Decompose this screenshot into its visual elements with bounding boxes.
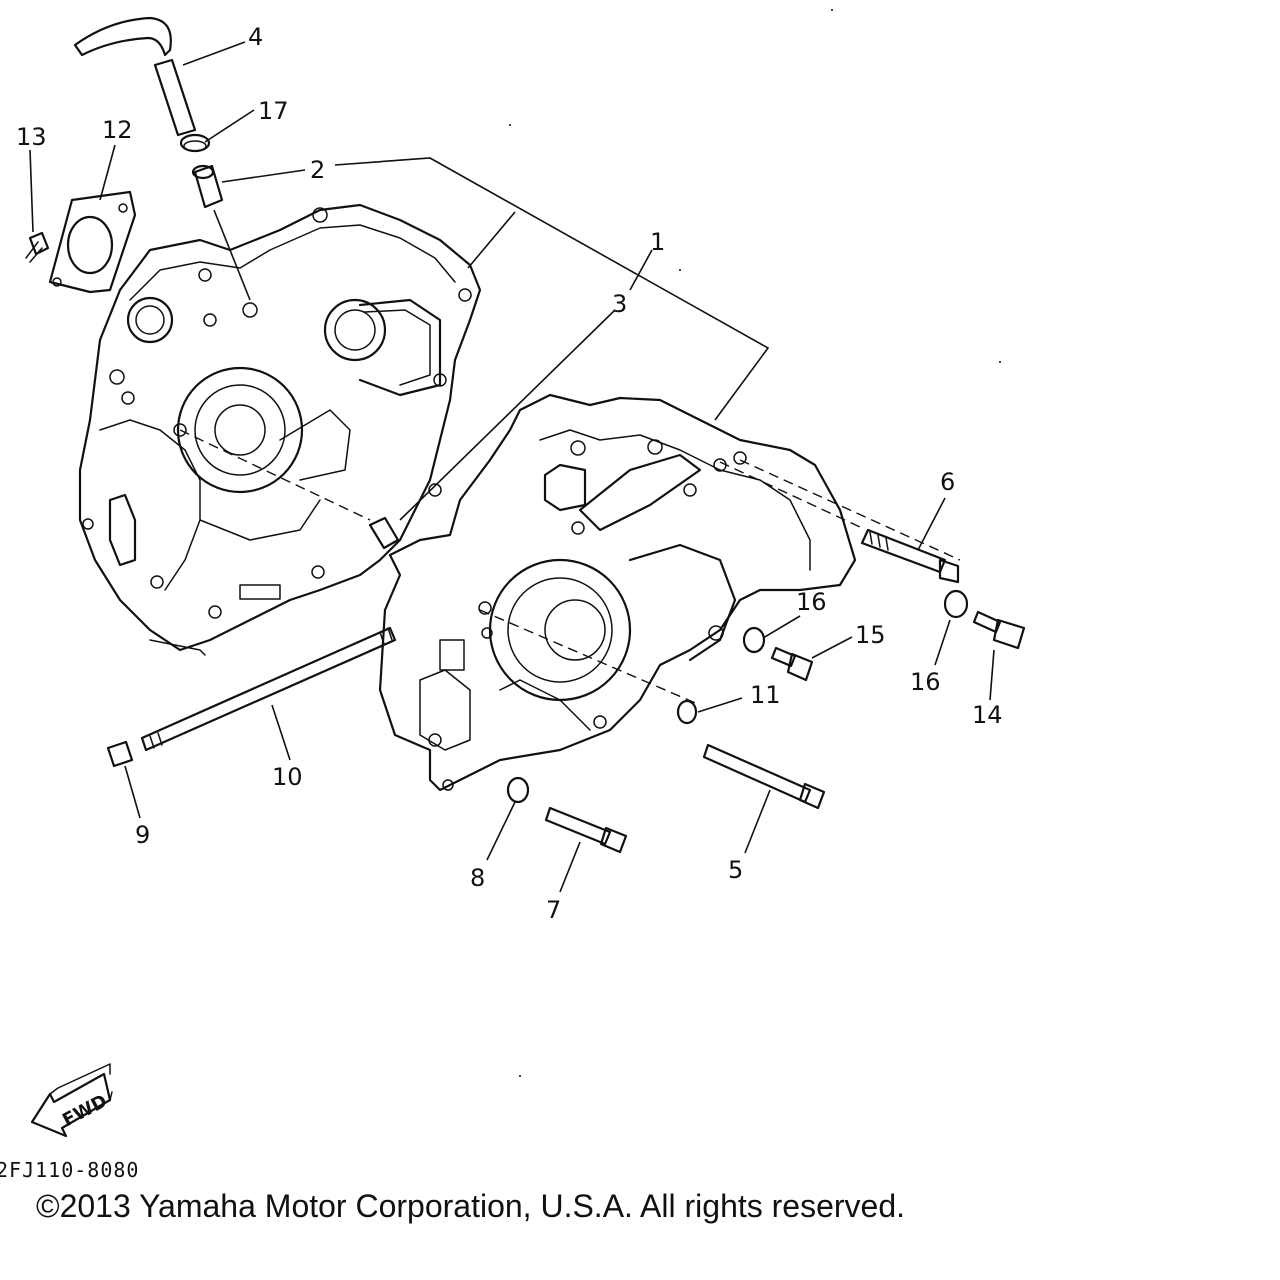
breather-fitting xyxy=(191,164,251,301)
copyright-notice: ©2013 Yamaha Motor Corporation, U.S.A. A… xyxy=(36,1188,906,1224)
alignment-line xyxy=(739,459,961,561)
washer-16-lower xyxy=(742,626,766,654)
callout-16-upper: 16 xyxy=(796,588,827,616)
callout-4: 4 xyxy=(248,23,263,51)
left-crankcase-half xyxy=(78,203,482,656)
alignment-line xyxy=(719,461,861,528)
bolt-7 xyxy=(544,806,628,854)
callout-8: 8 xyxy=(470,864,485,892)
bolt-6 xyxy=(860,528,960,584)
alignment-line xyxy=(179,429,371,521)
callout-16-lower: 16 xyxy=(910,668,941,696)
leader-lines xyxy=(29,41,995,893)
washer-16-upper xyxy=(943,589,969,619)
gasket xyxy=(48,190,137,294)
callout-3: 3 xyxy=(612,290,627,318)
callout-10: 10 xyxy=(272,763,303,791)
callout-2: 2 xyxy=(310,156,325,184)
dowel-pin-3 xyxy=(368,516,400,550)
bolt-5 xyxy=(702,743,826,810)
callout-12: 12 xyxy=(102,116,133,144)
hose-clip xyxy=(179,133,211,153)
callout-6: 6 xyxy=(940,468,955,496)
bolt-14 xyxy=(972,610,1026,650)
callout-7: 7 xyxy=(546,896,561,924)
callout-5: 5 xyxy=(728,856,743,884)
callout-labels: 1 2 3 4 5 6 7 8 9 10 11 12 13 14 15 16 1… xyxy=(16,23,1003,924)
callout-13: 13 xyxy=(16,123,47,151)
scan-specks xyxy=(509,9,1001,1077)
o-ring-11 xyxy=(676,699,698,725)
bolt-15 xyxy=(770,646,814,682)
washer-8 xyxy=(506,776,530,804)
alignment-line xyxy=(479,609,701,706)
stud-10 xyxy=(140,626,397,752)
callout-11: 11 xyxy=(750,681,781,709)
forward-arrow-icon: FWD xyxy=(30,1063,113,1138)
callout-9: 9 xyxy=(135,821,150,849)
breather-hose xyxy=(73,16,197,137)
fwd-label: FWD xyxy=(59,1091,110,1132)
callout-17: 17 xyxy=(258,97,289,125)
callout-14: 14 xyxy=(972,701,1003,729)
dowel-pin-9 xyxy=(106,740,134,768)
part-code: 2FJ110-8080 xyxy=(0,1158,140,1182)
right-crankcase-half xyxy=(378,393,857,792)
callout-15: 15 xyxy=(855,621,886,649)
bolt-13 xyxy=(25,231,50,263)
callout-1: 1 xyxy=(650,228,665,256)
